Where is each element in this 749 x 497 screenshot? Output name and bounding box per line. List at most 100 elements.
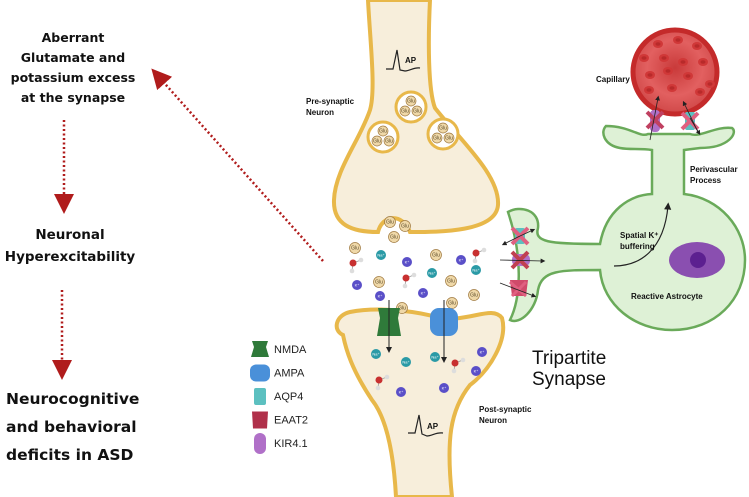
glutamate-molecule: Glu [468,289,480,301]
svg-text:Na⁺: Na⁺ [402,359,409,364]
pre-synaptic-label-line1: Pre-synaptic [306,97,355,106]
red-blood-cell [698,58,708,66]
spatial-buffering-label-line1: Spatial K⁺ [620,231,658,240]
eaat2-icon [252,411,268,429]
glutamate-molecule: Glu [349,242,361,254]
glutamate-molecule: Glu [445,275,457,287]
legend-label: AMPA [274,368,305,380]
legend-item-eaat2: EAAT2 [252,411,308,429]
red-blood-cell [653,40,663,48]
perivascular-label-line2: Process [690,176,722,185]
potassium-ion: K⁺ [396,387,406,397]
potassium-ion: K⁺ [375,291,385,301]
sodium-ion: Na⁺ [371,349,381,359]
sodium-ion: Na⁺ [430,352,440,362]
red-blood-cell [644,86,654,94]
legend-label: EAAT2 [274,415,308,427]
water-molecule [349,257,364,274]
svg-text:Glu: Glu [432,253,440,259]
svg-text:Na⁺: Na⁺ [377,252,384,257]
svg-text:K⁺: K⁺ [442,385,447,390]
sodium-ion: Na⁺ [427,268,437,278]
capillary-label: Capillary [596,75,630,84]
svg-text:Glu: Glu [439,126,447,132]
svg-text:Glu: Glu [470,293,478,299]
svg-text:Glu: Glu [445,136,453,142]
astrocyte-nucleolus [690,252,706,268]
nmda-icon [251,341,269,357]
glutamate-molecule: Glu [371,135,383,147]
tripartite-label-line1: Tripartite [532,348,606,369]
red-blood-cells [639,36,715,96]
post-synaptic-label-line1: Post-synaptic [479,405,532,414]
svg-text:Glu: Glu [373,139,381,145]
legend-item-aqp4: AQP4 [254,388,303,405]
svg-text:Glu: Glu [375,280,383,286]
glutamate-molecule: Glu [399,105,411,117]
pre-synaptic-label-line2: Neuron [306,108,334,117]
flow-step-neuronal-hyperexcitability: Neuronal Hyperexcitability [4,227,136,265]
sodium-ion: Na⁺ [401,357,411,367]
sodium-ion: Na⁺ [376,250,386,260]
red-blood-cell [683,72,693,80]
red-blood-cell [695,88,705,96]
aqp4-channel-synaptic [501,226,536,246]
red-blood-cell [639,54,649,62]
glutamate-molecule: Glu [446,297,458,309]
red-blood-cell [667,84,677,92]
ap-label-pre: AP [405,56,417,65]
red-blood-cell [678,58,688,66]
kir41-channel-synaptic [499,250,546,270]
svg-text:Glu: Glu [351,246,359,252]
glutamate-molecule: Glu [430,249,442,261]
legend-item-ampa: AMPA [250,364,305,382]
aqp4-icon [254,388,266,405]
water-molecule [451,357,466,374]
red-blood-cell [659,54,669,62]
potassium-ion: K⁺ [439,383,449,393]
glutamate-molecule: Glu [437,122,449,134]
flow-step-aberrant-glutamate: Aberrant Glutamate and potassium excess … [10,30,136,105]
svg-text:K⁺: K⁺ [480,349,485,354]
action-potential-pre: AP [386,49,421,72]
svg-text:Glu: Glu [448,301,456,307]
ampa-icon [250,364,270,382]
svg-text:Na⁺: Na⁺ [372,351,379,356]
red-blood-cell [692,42,702,50]
post-synaptic-neuron [334,307,506,497]
svg-text:Glu: Glu [413,109,421,115]
astrocyte-label: Reactive Astrocyte [631,292,703,301]
svg-text:Na⁺: Na⁺ [428,270,435,275]
water-molecule [402,272,417,289]
kir41-channel-perivascular [645,95,665,141]
glutamate-molecule: Glu [431,132,443,144]
spatial-buffering-label-line2: buffering [620,242,655,251]
svg-text:Glu: Glu [398,306,406,312]
potassium-ion: K⁺ [477,347,487,357]
svg-text:K⁺: K⁺ [474,368,479,373]
spatial-buffering-arrow [613,202,672,267]
tripartite-label-line2: Synapse [532,369,606,390]
svg-text:K⁺: K⁺ [378,293,383,298]
svg-text:Glu: Glu [407,99,415,105]
legend-item-nmda: NMDA [251,341,307,357]
reactive-astrocyte [506,124,747,332]
svg-text:K⁺: K⁺ [459,257,464,262]
svg-text:Na⁺: Na⁺ [472,267,479,272]
kir41-icon [254,433,266,454]
nmda-receptor [377,300,401,353]
svg-text:K⁺: K⁺ [405,259,410,264]
synaptic-cleft-ions: GluGluGluGluGluGluGluGluGluGluNa⁺Na⁺Na⁺N… [349,216,487,397]
glutamate-molecule: Glu [411,105,423,117]
glutamate-molecule: Glu [443,132,455,144]
svg-text:Glu: Glu [379,129,387,135]
water-molecule [375,374,390,391]
potassium-ion: K⁺ [456,255,466,265]
flow-step-neurocognitive-deficits: Neurocognitive and behavioral deficits i… [6,390,140,464]
svg-text:K⁺: K⁺ [355,282,360,287]
